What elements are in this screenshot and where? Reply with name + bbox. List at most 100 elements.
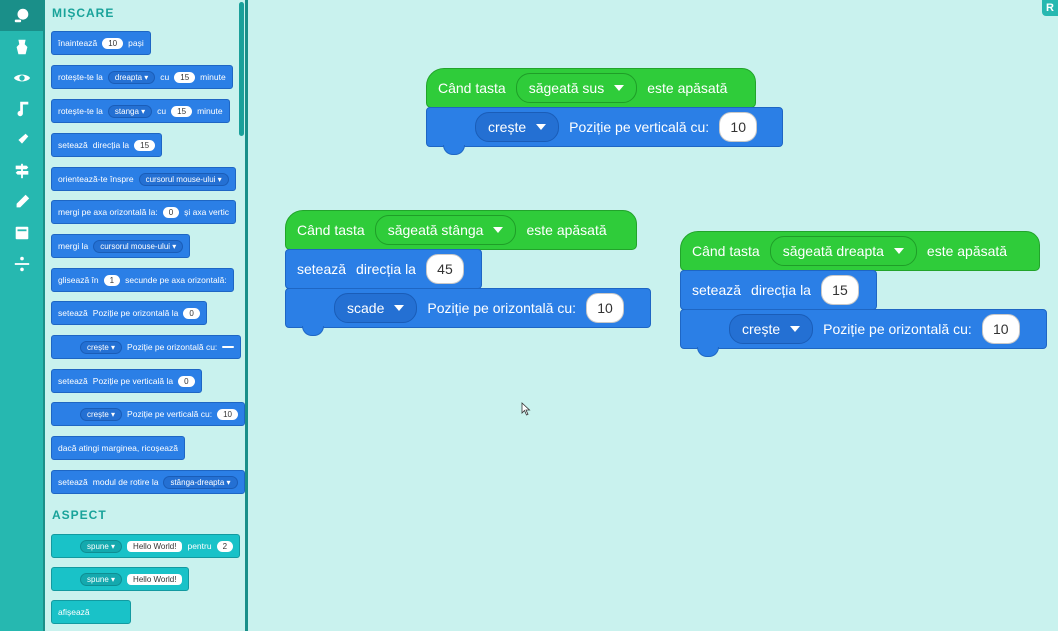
dropdown-value: stanga [114,106,139,116]
seconds-input[interactable]: 1 [103,274,121,286]
looks-icon [16,39,27,54]
rotation-style-dropdown[interactable]: stânga-dreapta ▾ [163,475,238,489]
block-go-to[interactable]: mergi la cursorul mouse-ului ▾ [51,234,191,258]
block-label: mergi la [58,241,89,251]
block-show[interactable]: afișează [51,600,131,624]
script-key-right[interactable]: Când tasta săgeată dreapta este apăsată … [680,231,1047,357]
category-pen[interactable] [0,186,43,217]
block-change-y[interactable]: crește Poziție pe verticală cu: 10 [426,107,783,155]
block-set-direction[interactable]: setează direcția la 15 [51,133,163,157]
target-dropdown[interactable]: cursorul mouse-ului ▾ [138,172,229,186]
key-dropdown[interactable]: săgeată dreapta [769,236,917,266]
dropdown-value: săgeată sus [528,80,605,96]
key-dropdown[interactable]: săgeată stânga [374,215,517,245]
direction-dropdown[interactable]: stanga ▾ [107,104,153,118]
block-change-x[interactable]: crește Poziție pe orizontală cu: 10 [680,309,1047,357]
direction-input[interactable]: 15 [820,275,859,305]
block-glide[interactable]: glisează în 1 secunde pe axa orizontală: [51,268,234,292]
block-label: Poziție pe orizontală cu: [427,300,576,316]
events-icon [15,133,28,146]
block-label: minute [197,106,223,116]
hat-block-key-pressed[interactable]: Când tasta săgeată stânga este apăsată [285,210,637,250]
block-label: secunde pe axa orizontală: [125,275,227,285]
block-label: direcția la [92,140,130,150]
operation-dropdown[interactable]: crește [729,314,814,344]
section-title-looks: ASPECT [52,508,107,522]
block-label: Poziție pe orizontală cu: [823,321,972,337]
category-operators[interactable] [0,248,43,279]
x-input[interactable]: 0 [162,206,180,218]
block-label: setează [58,140,88,150]
seconds-input[interactable]: 2 [216,540,234,552]
x-input[interactable]: 0 [183,307,200,319]
operation-dropdown[interactable]: crește [475,112,560,142]
hat-block-key-pressed[interactable]: Când tasta săgeată sus este apăsată [426,68,756,108]
operation-dropdown[interactable]: crește ▾ [80,407,123,421]
block-set-x[interactable]: setează Poziție pe orizontală la 0 [51,301,207,325]
category-events[interactable] [0,124,43,155]
block-say-for[interactable]: spune ▾ Hello World! pentru 2 [51,534,241,558]
category-variables[interactable] [0,217,43,248]
category-sound[interactable] [0,93,43,124]
degrees-input[interactable]: 15 [171,105,193,117]
say-dropdown[interactable]: spune ▾ [80,572,123,586]
block-change-x[interactable]: crește ▾ Poziție pe orizontală cu: [51,335,242,359]
y-input[interactable]: 0 [178,375,195,387]
dropdown-value: cursorul mouse-ului [145,174,216,184]
caret-down-icon [394,305,405,311]
category-motion[interactable] [0,0,43,31]
degrees-input[interactable]: 15 [174,71,196,83]
block-go-to-xy[interactable]: mergi pe axa orizontală la: 0 și axa ver… [51,200,237,224]
corner-button[interactable]: R [1042,0,1058,16]
block-move-steps[interactable]: înaintează 10 pași [51,31,151,55]
block-label: rotește-te la [58,72,103,82]
block-point-towards[interactable]: orientează-te înspre cursorul mouse-ului… [51,167,236,191]
eye-icon [13,74,30,81]
direction-input[interactable]: 15 [134,139,156,151]
block-change-y[interactable]: crește ▾ Poziție pe verticală cu: 10 [51,402,245,426]
steps-input[interactable]: 10 [102,37,124,49]
block-set-direction[interactable]: setează direcția la 15 [680,270,877,310]
block-label: rotește-te la [58,106,103,116]
target-dropdown[interactable]: cursorul mouse-ului ▾ [93,239,184,253]
block-label: minute [200,72,226,82]
dropdown-value: săgeată stânga [387,222,484,238]
caret-down-icon [493,227,504,233]
category-sensing[interactable] [0,62,43,93]
direction-dropdown[interactable]: dreapta ▾ [107,70,156,84]
script-key-up[interactable]: Când tasta săgeată sus este apăsată creș… [426,68,783,155]
block-set-direction[interactable]: setează direcția la 45 [285,249,482,289]
value-input[interactable]: 10 [981,314,1020,344]
block-rotation-style[interactable]: setează modul de rotire la stânga-dreapt… [51,470,245,494]
y-change-input[interactable]: 10 [217,408,238,420]
block-change-x[interactable]: scade Poziție pe orizontală cu: 10 [285,288,651,336]
x-change-input[interactable] [222,346,235,348]
block-label: modul de rotire la [92,477,159,487]
direction-input[interactable]: 45 [425,254,464,284]
dropdown-value: dreapta [114,72,143,82]
say-dropdown[interactable]: spune ▾ [80,539,123,553]
dropdown-value: stânga-dreapta [170,477,225,487]
category-looks[interactable] [0,31,43,62]
dropdown-value: săgeată dreapta [782,243,884,259]
key-dropdown[interactable]: săgeată sus [515,73,638,103]
script-key-left[interactable]: Când tasta săgeată stânga este apăsată s… [285,210,651,336]
block-set-y[interactable]: setează Poziție pe verticală la 0 [51,369,202,393]
block-label: afișează [58,607,90,617]
block-bounce-on-edge[interactable]: dacă atingi marginea, ricoșează [51,436,186,460]
block-label: Poziție pe verticală la [92,376,174,386]
message-input[interactable]: Hello World! [127,540,183,552]
operation-dropdown[interactable]: crește ▾ [80,340,123,354]
dropdown-value: crește [87,342,109,352]
block-turn-right[interactable]: rotește-te la dreapta ▾ cu 15 minute [51,65,233,89]
block-turn-left[interactable]: rotește-te la stanga ▾ cu 15 minute [51,99,230,123]
block-say[interactable]: spune ▾ Hello World! [51,567,190,591]
value-input[interactable]: 10 [719,112,758,142]
category-control[interactable] [0,155,43,186]
message-input[interactable]: Hello World! [127,573,183,585]
hat-block-key-pressed[interactable]: Când tasta săgeată dreapta este apăsată [680,231,1040,271]
operation-dropdown[interactable]: scade [334,293,418,323]
value-input[interactable]: 10 [586,293,624,323]
section-title-motion: MIȘCARE [52,6,115,20]
palette-scrollbar[interactable] [239,2,244,136]
